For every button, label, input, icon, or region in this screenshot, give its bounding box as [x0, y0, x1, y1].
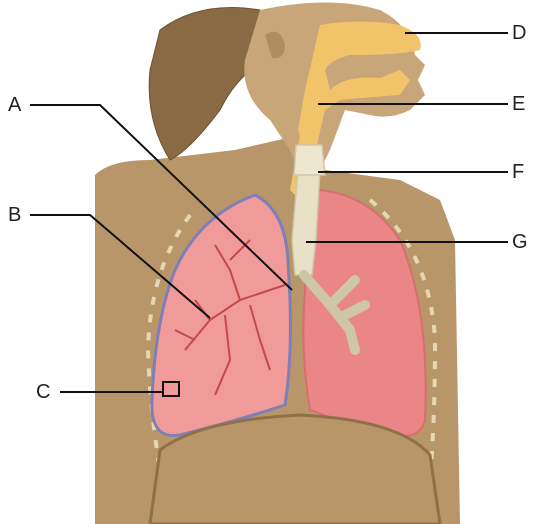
label-g: G	[512, 232, 528, 252]
label-b: B	[8, 205, 21, 225]
larynx	[294, 145, 325, 175]
label-e: E	[512, 94, 525, 114]
nasal-cavity	[298, 22, 421, 151]
label-c: C	[36, 382, 50, 402]
label-a: A	[8, 95, 21, 115]
label-f: F	[512, 162, 524, 182]
label-d: D	[512, 23, 526, 43]
diaphragm	[150, 415, 440, 524]
